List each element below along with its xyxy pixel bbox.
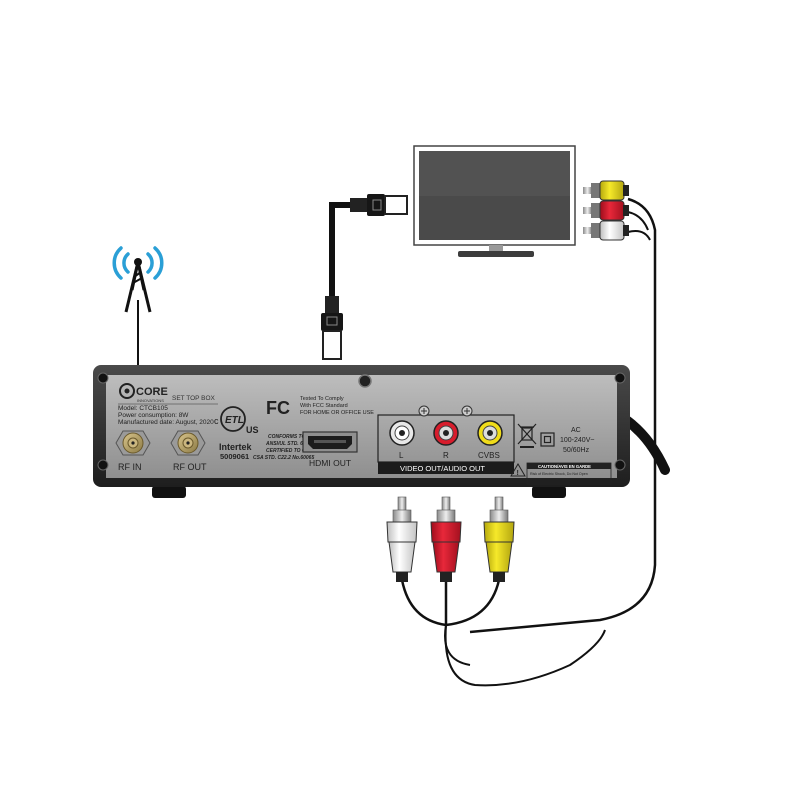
caution-title: CAUTION/AVIS EN GARDE	[538, 464, 591, 469]
conform-line-2: ANSI/UL STD. 60065	[265, 441, 314, 447]
etl-us-mark: US	[246, 425, 259, 435]
power-voltage-text: 100-240V~	[560, 437, 594, 444]
brand-label: CORE INNOVATIONS SET TOP BOX Model: CTCB…	[118, 383, 218, 426]
hdmi-cable	[321, 194, 408, 360]
svg-text:!: !	[517, 470, 519, 477]
cvbs-label: CVBS	[478, 451, 500, 460]
etl-lab-name: Intertek	[219, 442, 253, 452]
power-ac-text: AC	[571, 427, 581, 434]
rca-plug-icon	[483, 496, 515, 582]
rca-plug-icon	[583, 220, 629, 241]
power-consumption-text: Power consumption: 8W	[118, 412, 189, 419]
caution-label: CAUTION/AVIS EN GARDE Risk of Electric S…	[526, 462, 612, 485]
antenna-icon	[112, 246, 164, 313]
fcc-line-1: Tested To Comply	[300, 396, 344, 402]
rca-plug-icon	[386, 496, 418, 582]
double-insulation-icon	[540, 432, 555, 447]
etl-c-mark: c	[214, 416, 219, 426]
hdmi-out-label: HDMI OUT	[309, 458, 351, 468]
fcc-logo-icon: FC	[266, 398, 290, 418]
hdmi-plug-icon	[350, 194, 408, 216]
brand-tagline: INNOVATIONS	[137, 398, 164, 403]
weee-icon	[517, 423, 537, 448]
model-text: Model: CTCB105	[118, 405, 168, 412]
conform-line-3: CERTIFIED TO CAN/	[266, 448, 315, 454]
svg-text:ETL: ETL	[225, 415, 244, 426]
rf-out-port[interactable]	[170, 430, 206, 456]
rca-jack-right-audio[interactable]	[433, 420, 459, 446]
hdmi-plug-icon	[321, 296, 343, 360]
rca-jack-left-audio[interactable]	[389, 420, 415, 446]
rf-in-port[interactable]	[115, 430, 151, 456]
set-top-box: CORE INNOVATIONS SET TOP BOX Model: CTCB…	[93, 365, 630, 498]
etl-number: 5009061	[220, 452, 249, 461]
hdmi-out-port[interactable]	[302, 431, 358, 453]
warning-icon: !	[510, 463, 526, 477]
rca-jack-cvbs[interactable]	[477, 420, 503, 446]
rf-in-label: RF IN	[118, 462, 142, 472]
fcc-line-3: FOR HOME OR OFFICE USE	[300, 410, 374, 416]
audio-r-label: R	[443, 451, 449, 460]
fcc-logo-text: FC	[266, 398, 290, 418]
rca-plug-icon	[583, 180, 629, 201]
video-audio-out-label: VIDEO OUT/AUDIO OUT	[400, 464, 485, 473]
rca-cable-bundle	[400, 579, 606, 687]
rca-plug-icon	[583, 200, 629, 221]
conform-line-1: CONFORMS TO	[268, 434, 306, 440]
brand-name: CORE	[136, 386, 168, 398]
audio-l-label: L	[399, 451, 404, 460]
fcc-line-2: With FCC Standard	[300, 403, 348, 409]
manufactured-date-text: Manufactured date: August, 2020	[118, 419, 214, 426]
rca-cable-tv-side	[469, 197, 657, 634]
product-name: SET TOP BOX	[172, 395, 216, 402]
rf-out-label: RF OUT	[173, 462, 207, 472]
av-output-panel	[377, 405, 515, 463]
caution-line-2: Risque DELECTROCUTION ne pas ouvrir	[530, 478, 598, 482]
power-frequency-text: 50/60Hz	[563, 447, 590, 454]
tv-icon	[413, 145, 576, 257]
caution-line-1: Risk of Electric Shock, Do Not Open	[530, 472, 588, 476]
etl-logo-icon: ETL c US	[214, 406, 259, 435]
conform-line-4: CSA STD. C22.2 No.60065	[253, 455, 314, 461]
rca-plug-icon	[430, 496, 462, 582]
